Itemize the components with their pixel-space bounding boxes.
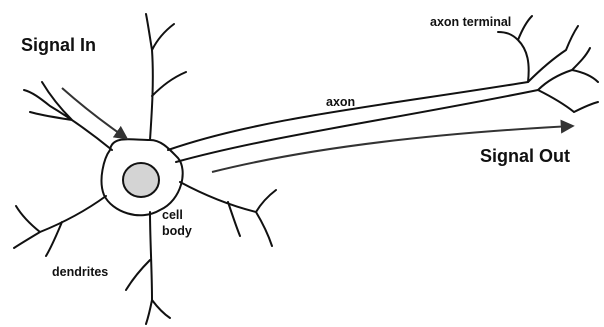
axon-upper-outline xyxy=(168,82,528,150)
axon-terminal-label: axon terminal xyxy=(430,15,511,29)
dendrites-label: dendrites xyxy=(52,265,108,279)
axon-terminal-branches xyxy=(498,16,598,112)
cell-body-label: cell body xyxy=(162,207,192,239)
cell-body-label-line1: cell xyxy=(162,207,192,223)
signal-in-label: Signal In xyxy=(21,35,96,56)
dendrite-upper xyxy=(146,14,186,140)
nucleus xyxy=(123,163,159,197)
dendrite-lower-right xyxy=(180,182,276,246)
cell-body-label-line2: body xyxy=(162,223,192,239)
axon-label: axon xyxy=(326,95,355,109)
signal-out-label: Signal Out xyxy=(480,146,570,167)
signal-in-arrow xyxy=(62,88,126,138)
dendrite-lower-left xyxy=(14,196,106,256)
